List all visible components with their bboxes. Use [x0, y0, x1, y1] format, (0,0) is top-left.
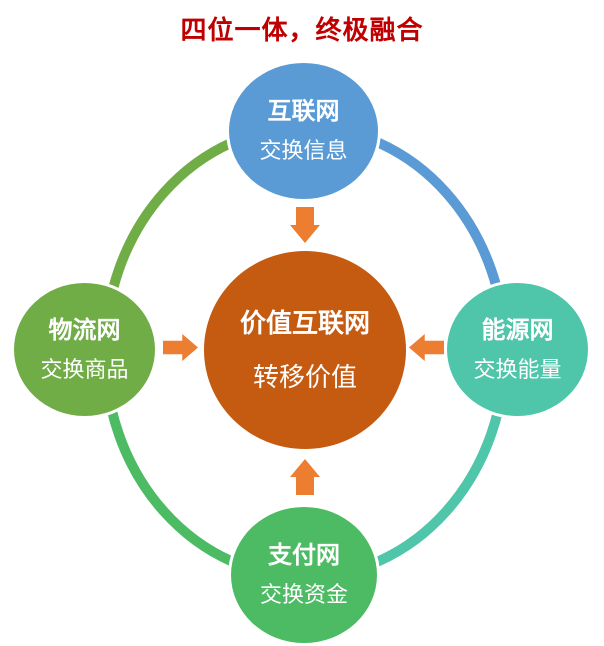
node-internet-name: 互联网 [267, 98, 340, 125]
node-value-internet-action: 转移价值 [252, 362, 357, 392]
node-logistics-action: 交换商品 [40, 356, 129, 382]
node-value-internet: 价值互联网 转移价值 [204, 251, 406, 449]
node-energy: 能源网 交换能量 [444, 280, 591, 419]
node-payment: 支付网 交换资金 [228, 504, 380, 646]
node-logistics-name: 物流网 [48, 316, 121, 344]
node-energy-action: 交换能量 [473, 356, 562, 382]
node-internet-action: 交换信息 [259, 138, 348, 163]
node-energy-name: 能源网 [481, 316, 554, 344]
diagram-title: 四位一体，终极融合 [180, 15, 424, 45]
node-value-internet-name: 价值互联网 [239, 308, 370, 338]
node-payment-name: 支付网 [268, 542, 340, 569]
node-payment-action: 交换资金 [259, 582, 348, 607]
node-internet: 互联网 交换信息 [226, 60, 381, 202]
node-logistics: 物流网 交换商品 [11, 280, 158, 419]
